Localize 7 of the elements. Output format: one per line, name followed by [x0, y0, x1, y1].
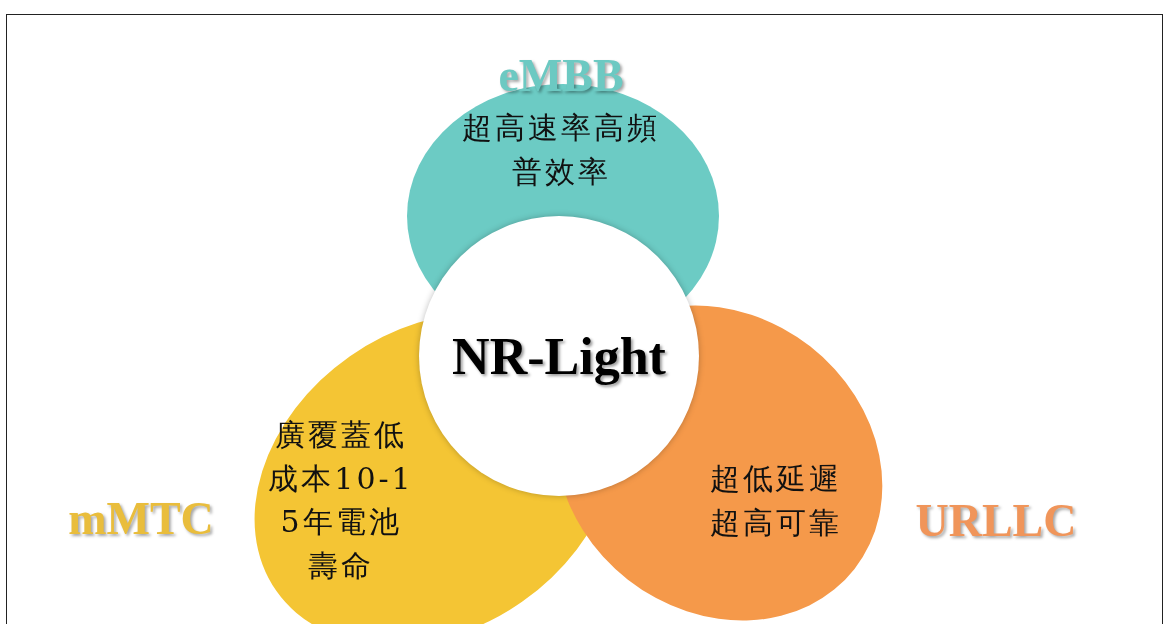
center-label: NR-Light — [451, 326, 667, 386]
petal-heading: eMBB — [497, 53, 627, 99]
petal-text: 超高速率高頻普效率 — [461, 109, 661, 191]
petal-text: 超低延遲超高可靠 — [709, 460, 843, 542]
petal-text: 廣覆蓋低成本10-15年電池壽命 — [267, 416, 415, 585]
petal-heading: mMTC — [67, 496, 215, 542]
petal-heading: URLLC — [914, 498, 1078, 544]
